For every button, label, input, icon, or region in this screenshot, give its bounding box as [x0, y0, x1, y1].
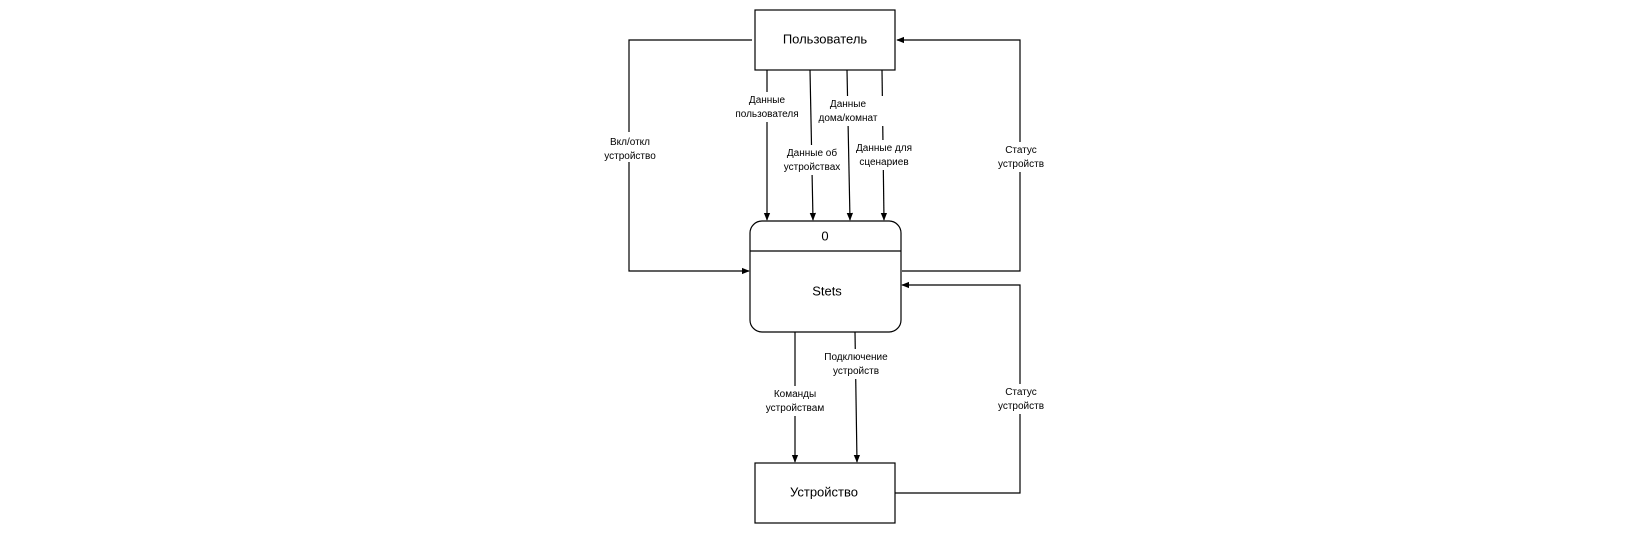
flow-label-status-to-user-line2: устройств — [998, 159, 1044, 170]
flow-label-home-data-line1: Данные — [830, 99, 867, 110]
flow-label-commands-line1: Команды — [774, 389, 816, 400]
process-number: 0 — [821, 228, 828, 243]
flow-label-status-from-device-line1: Статус — [1005, 387, 1037, 398]
flow-label-onoff-line1: Вкл/откл — [610, 137, 650, 148]
flow-label-home-data: Данные дома/комнат — [819, 96, 886, 126]
external-entity-user[interactable]: Пользователь — [754, 9, 896, 71]
flow-label-user-data: Данные пользователя — [731, 92, 803, 122]
flow-home-data-edge — [846, 69, 854, 221]
flow-label-device-data-line1: Данные об — [787, 147, 837, 159]
flow-label-onoff-line2: устройство — [604, 151, 656, 162]
external-entity-device[interactable]: Устройство — [754, 462, 896, 524]
flow-label-connect-line2: устройств — [833, 366, 879, 377]
flow-label-scenario-data: Данные для сценариев — [852, 140, 914, 170]
flow-label-connect-line1: Подключение — [824, 352, 888, 363]
flow-label-scenario-data-line1: Данные для — [856, 143, 912, 154]
flow-label-user-data-line1: Данные — [749, 95, 786, 106]
user-label: Пользователь — [783, 31, 868, 46]
flow-label-user-data-line2: пользователя — [735, 109, 798, 120]
flow-label-status-to-user-line1: Статус — [1005, 145, 1037, 156]
flow-label-status-from-device: Статус устройств — [994, 384, 1048, 414]
flow-label-status-from-device-line2: устройств — [998, 401, 1044, 412]
flow-label-scenario-data-line2: сценариев — [859, 157, 908, 168]
flow-label-commands: Команды устройствам — [760, 386, 832, 416]
flow-label-device-data: Данные об устройствах — [782, 145, 844, 175]
flow-label-home-data-line2: дома/комнат — [819, 113, 878, 124]
flow-label-connect: Подключение устройств — [820, 349, 894, 379]
flow-label-onoff: Вкл/откл устройство — [600, 132, 660, 162]
process-name: Stets — [812, 283, 842, 298]
flow-label-status-to-user: Статус устройств — [994, 142, 1048, 172]
flow-label-commands-line2: устройствам — [766, 403, 825, 414]
process-node[interactable]: 0 Stets — [749, 220, 902, 333]
flow-label-device-data-line2: устройствах — [784, 162, 841, 173]
device-label: Устройство — [790, 484, 858, 499]
